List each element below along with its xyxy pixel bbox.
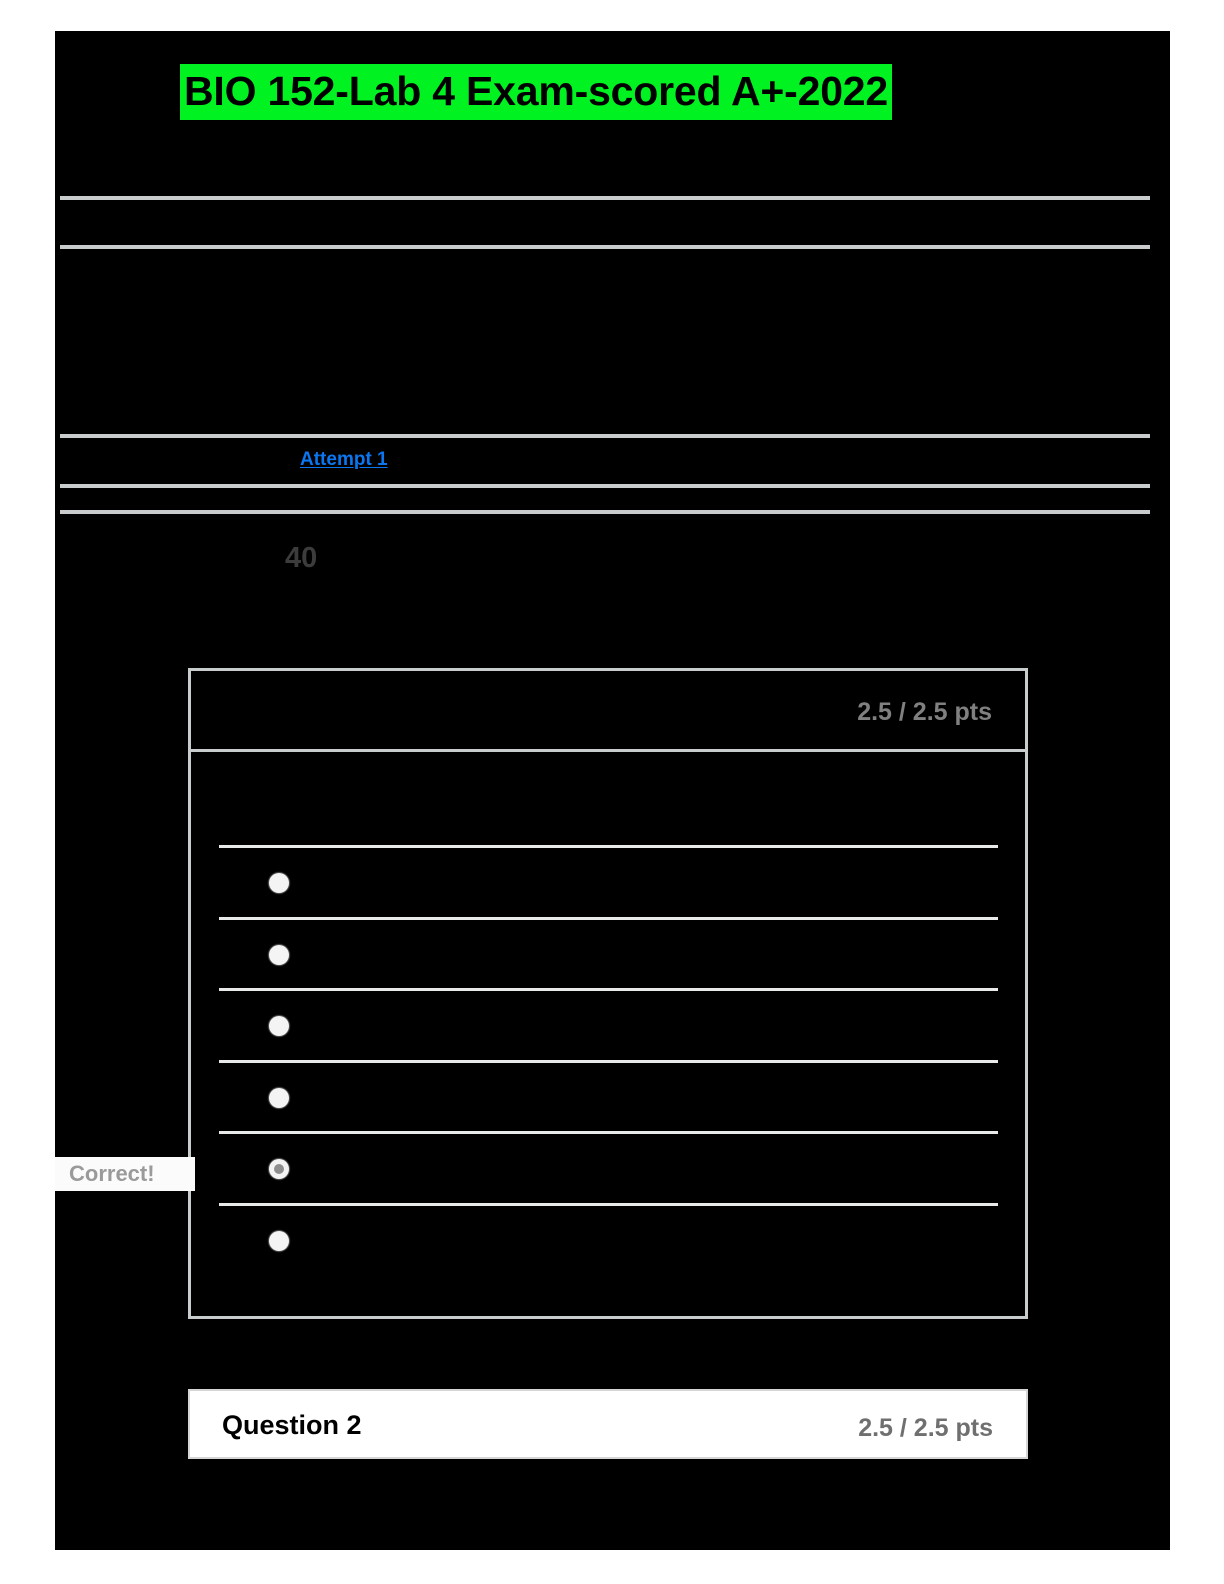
score-value: 40 [285,542,318,574]
correct-feedback-badge: Correct! [55,1157,195,1191]
radio-button-selected-icon[interactable] [269,1159,289,1179]
attempt-1-link[interactable]: Attempt 1 [300,449,388,470]
answer-option-2[interactable] [219,916,998,989]
question-2-header[interactable]: Question 2 2.5 / 2.5 pts [188,1389,1028,1459]
radio-button-icon[interactable] [269,1230,289,1251]
divider-rule-5 [60,510,1150,514]
page-title-wrapper: BIO 152-Lab 4 Exam-scored A+-2022 [180,64,893,120]
document-canvas: BIO 152-Lab 4 Exam-scored A+-2022 Attemp… [55,31,1170,1550]
page-title: BIO 152-Lab 4 Exam-scored A+-2022 [180,64,893,120]
question-1-header: 2.5 / 2.5 pts [191,671,1025,752]
answer-option-1[interactable] [219,845,998,917]
answer-option-6[interactable] [219,1202,998,1275]
divider-rule-2 [60,245,1150,249]
question-1-answer-list [219,845,998,1274]
radio-button-icon[interactable] [269,873,289,893]
radio-button-icon[interactable] [269,1087,289,1108]
question-2-points: 2.5 / 2.5 pts [858,1414,993,1442]
correct-feedback-label: Correct! [69,1161,155,1186]
answer-option-4[interactable] [219,1059,998,1132]
answer-option-3[interactable] [219,988,998,1060]
divider-rule-4 [60,484,1150,488]
question-1-card: 2.5 / 2.5 pts [188,668,1028,1319]
question-1-body [191,752,1025,1316]
question-1-points: 2.5 / 2.5 pts [857,698,992,726]
question-2-label: Question 2 [222,1410,362,1440]
divider-rule-3 [60,434,1150,438]
divider-rule-1 [60,196,1150,200]
answer-option-5[interactable] [219,1131,998,1203]
radio-button-icon[interactable] [269,944,289,965]
radio-button-icon[interactable] [269,1016,289,1036]
